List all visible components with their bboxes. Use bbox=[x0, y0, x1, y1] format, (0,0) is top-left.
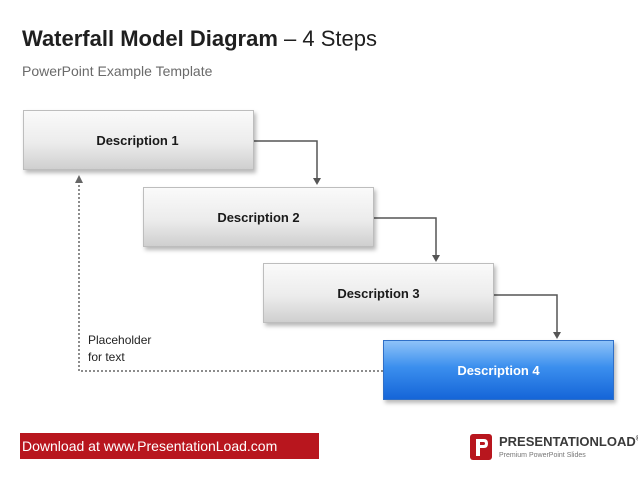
title-bold: Waterfall Model Diagram bbox=[22, 26, 278, 51]
feedback-dotted-line bbox=[78, 182, 383, 372]
step-label-3: Description 3 bbox=[337, 285, 420, 301]
arrowhead-3-4 bbox=[553, 332, 561, 339]
arrowhead-1-2 bbox=[313, 178, 321, 185]
connector-2-3 bbox=[374, 217, 437, 256]
presentationload-logo-icon bbox=[470, 434, 492, 460]
step-box-2: Description 2 bbox=[143, 187, 374, 247]
download-footer-link[interactable]: Download at www.PresentationLoad.com bbox=[20, 433, 319, 459]
connector-3-4 bbox=[494, 294, 558, 333]
logo-registered: ® bbox=[636, 436, 638, 443]
page-subtitle: PowerPoint Example Template bbox=[22, 63, 213, 79]
connector-1-2 bbox=[254, 140, 318, 180]
placeholder-line-2: for text bbox=[88, 350, 125, 364]
step-box-4: Description 4 bbox=[383, 340, 614, 400]
step-box-1: Description 1 bbox=[23, 110, 254, 170]
step-label-2: Description 2 bbox=[217, 209, 300, 225]
logo-name-part2: LOAD bbox=[598, 434, 636, 449]
step-label-4: Description 4 bbox=[457, 362, 540, 378]
step-label-1: Description 1 bbox=[96, 132, 179, 148]
title-rest: – 4 Steps bbox=[277, 26, 377, 51]
logo-tagline: Premium PowerPoint Slides bbox=[499, 452, 586, 459]
placeholder-text: Placeholder for text bbox=[88, 332, 178, 366]
step-box-3: Description 3 bbox=[263, 263, 494, 323]
logo-wordmark: PRESENTATIONLOAD® bbox=[499, 434, 638, 449]
placeholder-line-1: Placeholder bbox=[88, 333, 152, 347]
page-title: Waterfall Model Diagram – 4 Steps bbox=[22, 26, 377, 52]
feedback-arrowhead bbox=[75, 175, 83, 183]
logo-name-part1: PRESENTATION bbox=[499, 434, 599, 449]
arrowhead-2-3 bbox=[432, 255, 440, 262]
